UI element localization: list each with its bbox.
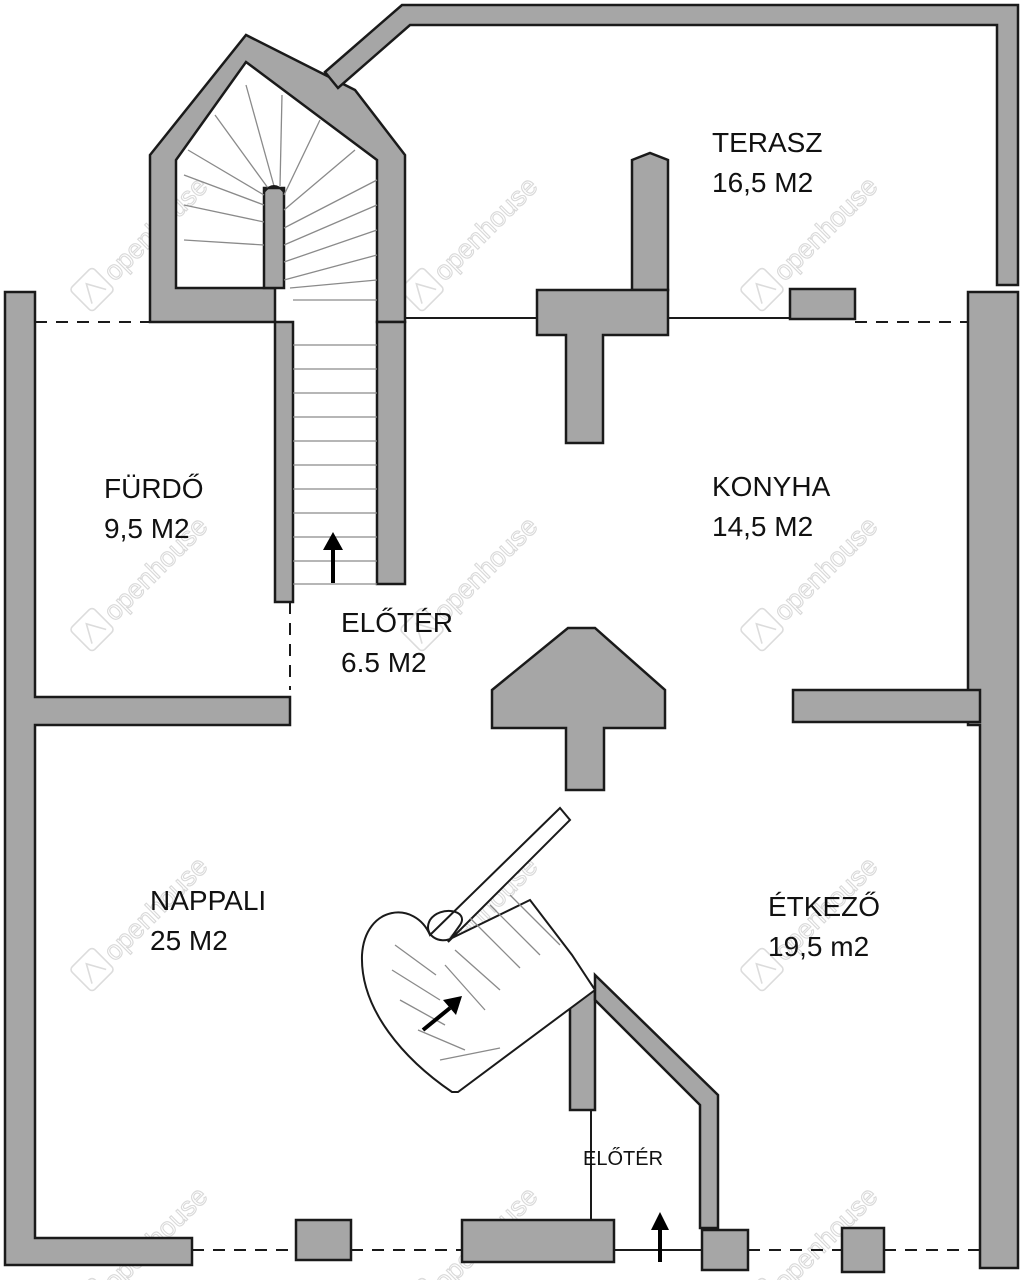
watermark-roof-icon bbox=[755, 962, 777, 984]
winder-step bbox=[279, 94, 283, 187]
stair-newel bbox=[262, 186, 286, 290]
entry-arrow-up bbox=[651, 1212, 669, 1262]
corridor-wall-right bbox=[375, 320, 407, 586]
room-name-eloter-small: ELŐTÉR bbox=[583, 1147, 663, 1170]
winder-step bbox=[183, 239, 265, 246]
winder-step bbox=[283, 254, 378, 281]
curved-stair-step bbox=[417, 1029, 466, 1051]
dining-top-wall bbox=[791, 688, 982, 724]
watermark-roof-icon bbox=[85, 622, 107, 644]
corridor-stair bbox=[293, 344, 377, 562]
curved-stair-step bbox=[509, 894, 561, 946]
terrace-pillar-wall bbox=[630, 151, 670, 292]
left-outer-wall bbox=[3, 290, 292, 1267]
corridor-wall-left bbox=[273, 320, 295, 604]
room-name-nappali: NAPPALI bbox=[150, 885, 266, 916]
watermark-logo-icon bbox=[70, 947, 114, 992]
watermark-roof-icon bbox=[415, 282, 437, 304]
right-outer-wall bbox=[966, 290, 1020, 1270]
room-name-konyha: KONYHA bbox=[712, 471, 831, 502]
bottom-block-3 bbox=[700, 1228, 750, 1272]
watermark-logo-icon bbox=[740, 947, 784, 992]
curved-stair-step bbox=[391, 969, 441, 1001]
room-area-furdo: 9,5 M2 bbox=[104, 513, 190, 544]
winder-step bbox=[283, 149, 356, 211]
curved-stair-step bbox=[454, 949, 501, 991]
curved-stair-step bbox=[399, 999, 446, 1026]
lower-stair-steps bbox=[391, 894, 561, 1061]
watermark-logo-icon bbox=[70, 607, 114, 652]
winder-step bbox=[289, 279, 378, 289]
bottom-block-1 bbox=[294, 1218, 353, 1262]
curved-stair-step bbox=[394, 944, 437, 976]
curved-stair-step bbox=[439, 1047, 501, 1061]
watermark-logo-icon bbox=[740, 267, 784, 312]
bottom-block-4 bbox=[840, 1226, 886, 1274]
winder-step bbox=[283, 179, 378, 229]
watermark: openhouse bbox=[400, 170, 544, 312]
room-name-terasz: TERASZ bbox=[712, 127, 822, 158]
kitchen-t-column bbox=[535, 288, 670, 445]
watermark-roof-icon bbox=[755, 622, 777, 644]
stair-tower-wall bbox=[148, 33, 407, 324]
room-area-nappali: 25 M2 bbox=[150, 925, 228, 956]
winder-step bbox=[187, 149, 265, 196]
stair-arrow-up bbox=[323, 532, 343, 583]
room-name-eloter: ELŐTÉR bbox=[341, 607, 453, 638]
watermark-roof-icon bbox=[415, 622, 437, 644]
terrace-outer-wall bbox=[323, 3, 1020, 287]
stair-arrow-diagonal bbox=[421, 996, 462, 1032]
curved-stair-step bbox=[444, 964, 486, 1011]
watermark-logo-icon bbox=[400, 267, 444, 312]
winder-step bbox=[245, 84, 275, 187]
terrace-block bbox=[788, 287, 857, 321]
watermark-text: openhouse bbox=[428, 171, 544, 287]
room-area-eloter: 6.5 M2 bbox=[341, 647, 427, 678]
tower-stair bbox=[183, 84, 378, 301]
bottom-block-2 bbox=[460, 1218, 616, 1264]
room-area-konyha: 14,5 M2 bbox=[712, 511, 813, 542]
newel-cap bbox=[263, 185, 285, 193]
room-area-etkezo: 19,5 m2 bbox=[768, 931, 869, 962]
curved-stair-step bbox=[469, 917, 521, 969]
curved-stair-step bbox=[489, 904, 541, 956]
room-area-terasz: 16,5 M2 bbox=[712, 167, 813, 198]
watermark-roof-icon bbox=[85, 962, 107, 984]
winder-step bbox=[183, 204, 265, 223]
watermark-roof-icon bbox=[85, 282, 107, 304]
central-cross-column bbox=[490, 626, 667, 792]
room-name-etkezo: ÉTKEZŐ bbox=[768, 891, 880, 922]
winder-step bbox=[283, 229, 378, 263]
lower-stair-wall-right bbox=[593, 972, 720, 1230]
winder-step bbox=[283, 119, 321, 196]
lower-stair-outline bbox=[360, 806, 597, 1093]
watermark: openhouse bbox=[70, 850, 214, 992]
watermark-logo-icon bbox=[400, 607, 444, 652]
watermark-roof-icon bbox=[755, 282, 777, 304]
winder-step bbox=[214, 114, 269, 189]
room-name-furdo: FÜRDŐ bbox=[104, 473, 204, 504]
winder-step bbox=[183, 174, 265, 206]
watermark-logo-icon bbox=[70, 267, 114, 312]
watermark-logo-icon bbox=[740, 607, 784, 652]
winder-step bbox=[283, 204, 378, 246]
